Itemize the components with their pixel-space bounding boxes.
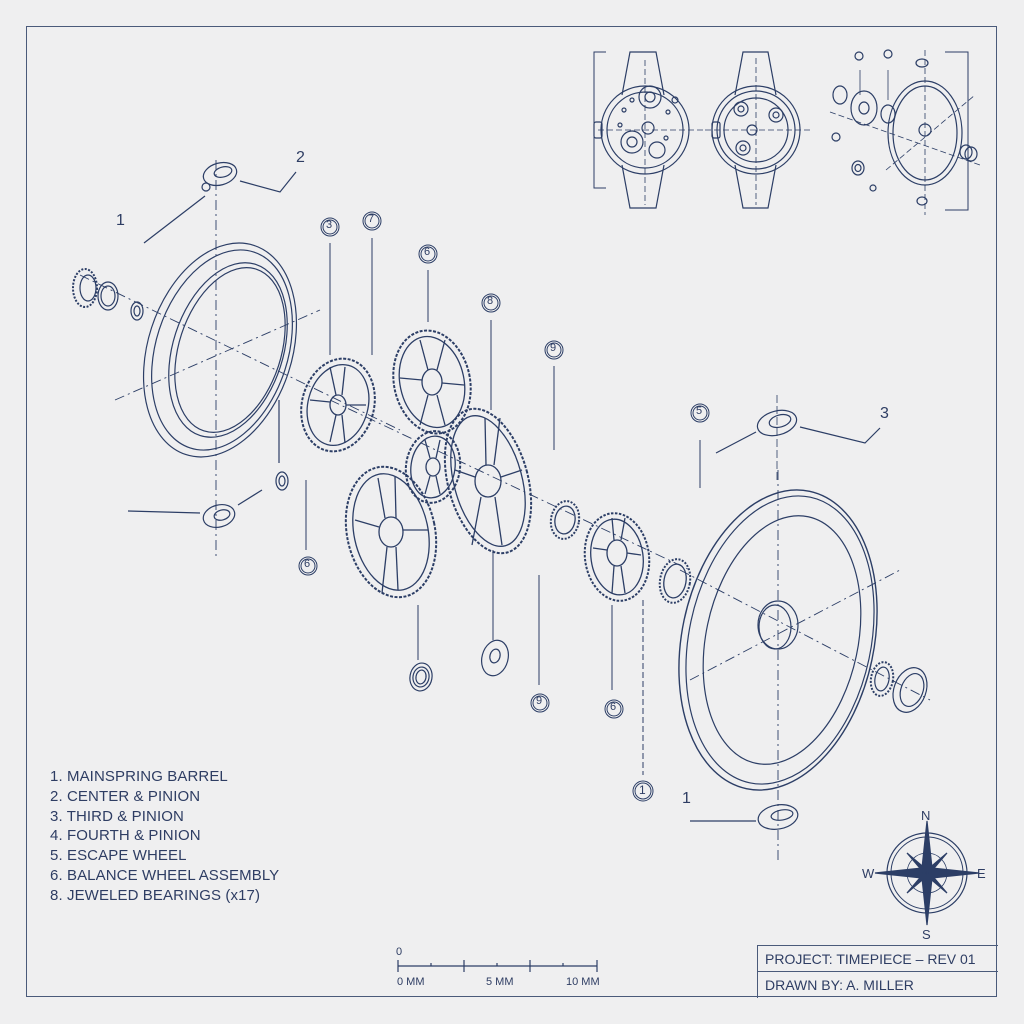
jewel-block-4: [690, 804, 799, 830]
parts-legend: 1. MAINSPRING BARREL 2. CENTER & PINION …: [50, 767, 279, 906]
scale-top-label: 0: [396, 946, 403, 958]
mini-exploded-view: [829, 49, 981, 215]
barrel-arbor-parts: [72, 268, 144, 321]
balloon-label: 9: [536, 695, 543, 707]
compass-north: N: [921, 808, 931, 823]
scale-label-0: 0 MM: [397, 976, 425, 988]
balloon-circles: [298, 211, 710, 802]
balloon-label: 6: [424, 246, 431, 258]
drawn-by: DRAWN BY: A. MILLER: [765, 977, 914, 993]
scale-label-10: 10 MM: [566, 976, 600, 988]
callout-label: 3: [880, 405, 889, 422]
drawing-border: [26, 26, 997, 997]
bearings: [409, 639, 509, 692]
balloon-label: 9: [550, 342, 557, 354]
legend-item: 3. THIRD & PINION: [50, 807, 184, 825]
reference-views: [593, 49, 981, 215]
large-center-gear: [443, 407, 533, 555]
legend-item: 2. CENTER & PINION: [50, 787, 201, 805]
third-wheel-gear: [392, 329, 472, 435]
compass-rose-graphic: [874, 820, 980, 926]
jewel-block-2: [127, 400, 289, 529]
callout-label: 2: [296, 149, 305, 166]
balloon-label: 7: [368, 213, 375, 225]
title-block: PROJECT: TIMEPIECE – REV 01 DRAWN BY: A.…: [757, 945, 998, 998]
escape-pinions: [549, 500, 692, 604]
balance-wheel: [678, 470, 931, 860]
balloon-label: 6: [304, 558, 311, 570]
legend-item: 5. ESCAPE WHEEL: [50, 847, 187, 865]
compass-east: E: [977, 866, 986, 881]
watch-front-view-1: [593, 51, 705, 209]
legend-item: 8. JEWELED BEARINGS (x17): [50, 886, 261, 904]
lower-left-gear: [344, 465, 438, 599]
compass-west: W: [862, 866, 875, 881]
watch-front-view-2: [705, 51, 810, 209]
callout-label: 1: [116, 212, 125, 229]
fourth-wheel-gear: [404, 430, 462, 504]
callout-label: 1: [682, 790, 691, 807]
balloon-label: 5: [696, 405, 703, 417]
balloon-label: 1: [639, 783, 646, 797]
compass-south: S: [922, 927, 931, 942]
jewel-block-1: [143, 161, 297, 244]
center-wheel-gear: [300, 357, 376, 453]
scale-bar-graphic: [397, 960, 598, 972]
legend-item: 6. BALANCE WHEEL ASSEMBLY: [50, 866, 280, 884]
project-title: PROJECT: TIMEPIECE – REV 01: [758, 946, 998, 972]
scale-label-5: 5 MM: [486, 976, 514, 988]
balloon-label: 6: [610, 701, 617, 713]
legend-item: 4. FOURTH & PINION: [50, 827, 201, 845]
mainspring-barrel-ring: [79, 160, 401, 560]
jewel-block-3: [715, 395, 881, 480]
balloon-label: 8: [487, 295, 494, 307]
legend-item: 1. MAINSPRING BARREL: [50, 768, 228, 785]
leader-lines: [305, 238, 701, 775]
balloon-label: 3: [326, 219, 333, 231]
